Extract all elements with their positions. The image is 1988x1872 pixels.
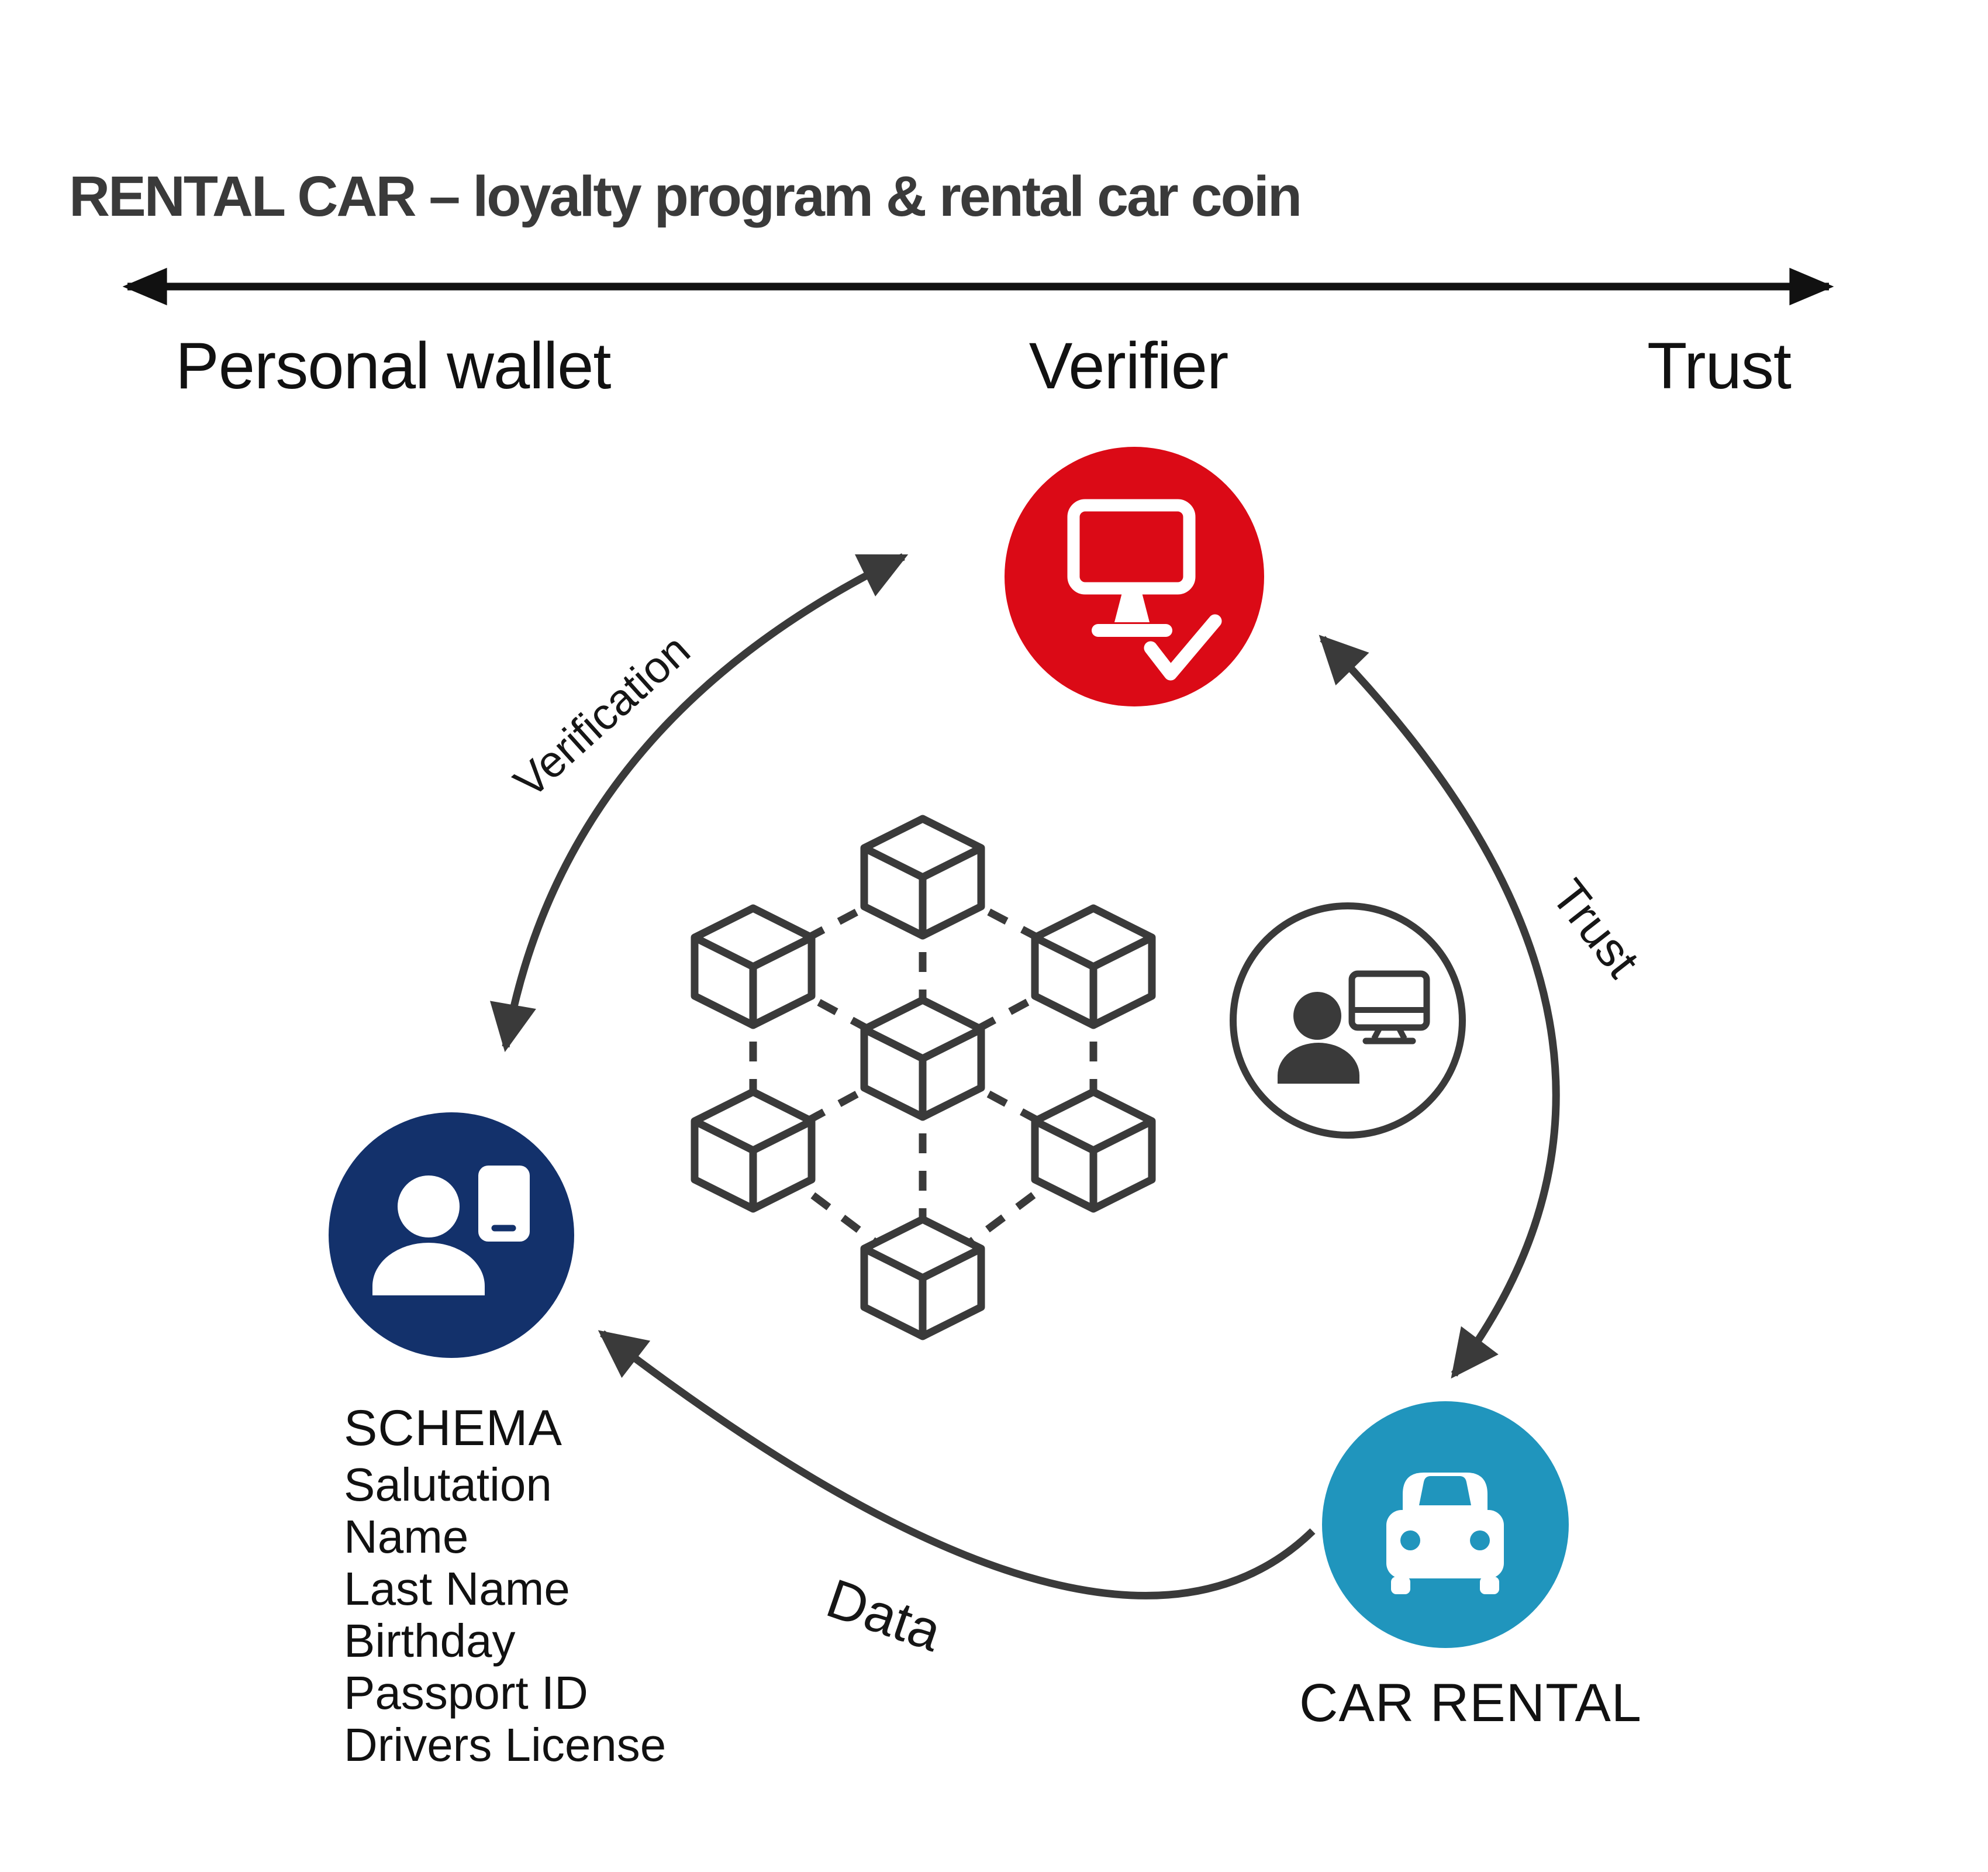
axis-label-trust: Trust — [1647, 329, 1792, 402]
schema-field: Last Name — [344, 1563, 570, 1615]
car-rental-label: CAR RENTAL — [1299, 1673, 1642, 1733]
verification-arrow — [490, 553, 909, 1052]
car-icon — [1386, 1473, 1504, 1594]
person-monitor-icon — [1278, 970, 1430, 1084]
monitor-check-icon — [1067, 499, 1222, 681]
blockchain-cube — [695, 908, 812, 1025]
schema-list: SCHEMA Salutation Name Last Name Birthda… — [344, 1398, 666, 1771]
person-smartphone-icon — [372, 1166, 530, 1295]
schema-field: Name — [344, 1511, 469, 1563]
schema-field: Passport ID — [344, 1667, 588, 1719]
schema-heading: SCHEMA — [344, 1400, 562, 1456]
schema-field: Drivers License — [344, 1719, 667, 1771]
blockchain-cube — [864, 819, 981, 936]
blockchain-cube — [864, 1219, 981, 1336]
data-arrow — [598, 1330, 1316, 1599]
axis-label-verifier: Verifier — [1028, 329, 1229, 402]
trust-arrow — [1319, 635, 1560, 1379]
blockchain-cubes-icon — [695, 819, 1152, 1336]
page-title: RENTAL CAR – loyalty program & rental ca… — [69, 164, 1302, 228]
verifier-node — [1005, 447, 1264, 706]
blockchain-cube — [864, 1000, 981, 1117]
car-rental-node — [1322, 1401, 1569, 1648]
personal-wallet-node — [329, 1112, 574, 1358]
axis-label-personal-wallet: Personal wallet — [175, 329, 611, 402]
blockchain-cube — [1035, 1092, 1152, 1209]
blockchain-cube — [695, 1092, 812, 1209]
schema-field: Salutation — [344, 1459, 552, 1511]
trust-anchor-node — [1230, 902, 1466, 1139]
blockchain-cube — [1035, 908, 1152, 1025]
schema-field: Birthday — [344, 1615, 516, 1667]
